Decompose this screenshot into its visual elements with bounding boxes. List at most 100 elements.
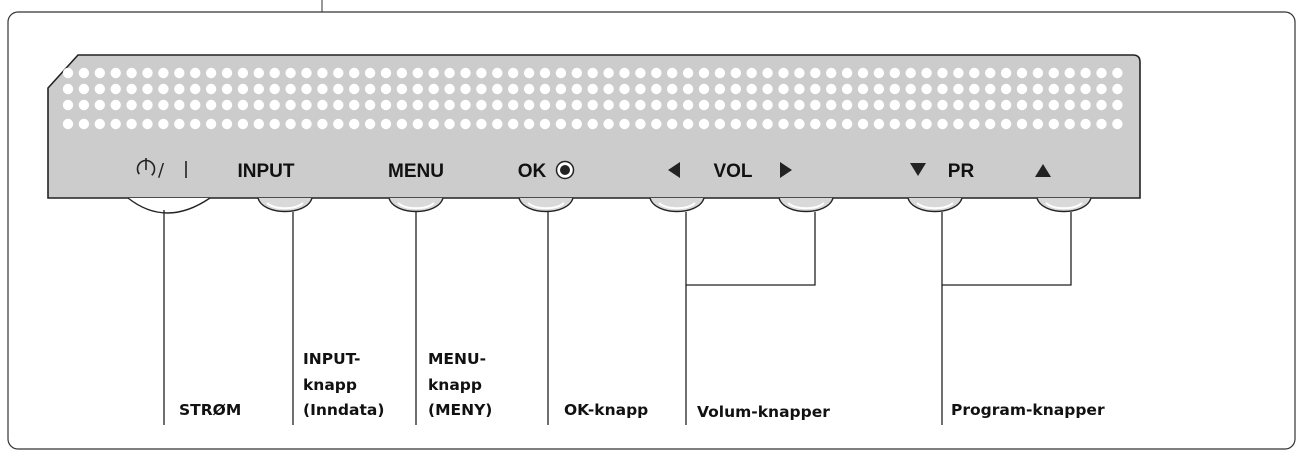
- grille-dot: [667, 99, 678, 111]
- grille-dot: [364, 83, 376, 95]
- grille-dot: [985, 99, 996, 111]
- grille-dot: [523, 99, 535, 111]
- grille-dot: [460, 83, 471, 95]
- grille-dot: [698, 118, 710, 130]
- grille-dot: [476, 99, 487, 111]
- pr-panel-label: PR: [948, 161, 975, 182]
- grille-dot: [1016, 118, 1028, 130]
- triangle-down-icon: [910, 163, 926, 176]
- grille-dot: [174, 67, 185, 79]
- grille-dot: [905, 99, 916, 111]
- pr-up-knob[interactable]: [1036, 197, 1092, 213]
- grille-dot: [619, 99, 630, 111]
- grille-dot: [746, 99, 757, 111]
- grille-dot: [78, 83, 90, 95]
- grille-dot: [682, 83, 694, 95]
- leader-lines: [163, 210, 1072, 425]
- grille-dot: [412, 67, 423, 79]
- grille-dot: [174, 99, 185, 111]
- ok-callout: OK-knapp: [564, 401, 648, 419]
- grille-dot: [730, 67, 741, 79]
- grille-dot: [841, 67, 853, 79]
- grille-dot: [269, 67, 280, 79]
- menu-knob[interactable]: [388, 197, 444, 213]
- grille-dot: [762, 83, 773, 95]
- grille-dot: [317, 83, 328, 95]
- triangle-up-icon: [1035, 164, 1051, 177]
- grille-dot: [1048, 118, 1060, 130]
- grille-dot: [301, 99, 312, 111]
- input-panel-label: INPUT: [238, 161, 295, 182]
- grille-dot: [714, 99, 726, 111]
- grille-dot: [873, 99, 885, 111]
- grille-dot: [94, 99, 106, 111]
- grille-dot: [523, 118, 535, 130]
- grille-dot: [301, 118, 312, 130]
- grille-dot: [1064, 83, 1075, 95]
- power-knob[interactable]: [127, 197, 211, 214]
- grille-dot: [508, 99, 519, 111]
- grille-dot: [905, 83, 916, 95]
- grille-dot: [396, 118, 408, 130]
- grille-dot: [1080, 67, 1091, 79]
- grille-dot: [762, 99, 773, 111]
- grille-dot: [476, 83, 487, 95]
- grille-dot: [412, 83, 423, 95]
- grille-dot: [985, 67, 996, 79]
- grille-dot: [174, 83, 185, 95]
- grille-dot: [651, 99, 662, 111]
- grille-dot: [1000, 118, 1012, 130]
- grille-dot: [619, 118, 630, 130]
- vol-up-knob[interactable]: [778, 197, 834, 213]
- grille-dot: [412, 99, 423, 111]
- grille-dot: [333, 118, 344, 130]
- triangle-left-icon: [668, 162, 680, 178]
- grille-dot: [237, 67, 249, 79]
- grille-dot: [539, 67, 551, 79]
- grille-dot: [603, 83, 614, 95]
- grille-dot: [349, 83, 360, 95]
- grille-dot: [857, 99, 869, 111]
- grille-dot: [714, 83, 726, 95]
- grille-dot: [682, 118, 694, 130]
- grille-dot: [269, 99, 280, 111]
- volume-callout: Volum-knapper: [697, 403, 830, 421]
- grille-dot: [1080, 83, 1091, 95]
- grille-dot: [285, 83, 296, 95]
- grille-dot: [237, 83, 249, 95]
- grille-dot: [603, 67, 614, 79]
- grille-dot: [158, 99, 169, 111]
- grille-dot: [205, 83, 217, 95]
- grille-dot: [492, 99, 503, 111]
- vol-down-knob[interactable]: [649, 197, 705, 213]
- grille-dot: [873, 118, 885, 130]
- grille-dot: [969, 99, 980, 111]
- grille-dot: [142, 67, 153, 79]
- grille-dot: [603, 118, 614, 130]
- power-callout: STRØM: [179, 401, 241, 419]
- grille-dot: [635, 99, 646, 111]
- grille-dot: [1064, 67, 1075, 79]
- grille-dot: [921, 83, 932, 95]
- grille-dot: [539, 83, 551, 95]
- grille-dot: [985, 118, 996, 130]
- grille-dot: [603, 99, 614, 111]
- grille-dot: [1032, 118, 1044, 130]
- grille-dot: [285, 67, 296, 79]
- grille-dot: [730, 83, 741, 95]
- grille-dot: [555, 118, 567, 130]
- pr-down-knob[interactable]: [907, 197, 963, 213]
- ok-knob[interactable]: [518, 197, 574, 213]
- grille-dot: [317, 118, 328, 130]
- grille-dot: [253, 83, 264, 95]
- vol-panel-label: VOL: [713, 161, 752, 182]
- grille-dot: [953, 67, 964, 79]
- grille-dot: [110, 99, 121, 111]
- grille-dot: [937, 99, 948, 111]
- input-knob[interactable]: [257, 197, 313, 213]
- grille-dot: [1048, 67, 1060, 79]
- grille-dot: [587, 118, 598, 130]
- grille-dot: [1000, 67, 1012, 79]
- grille-dot: [841, 99, 853, 111]
- grille-dot: [1096, 99, 1107, 111]
